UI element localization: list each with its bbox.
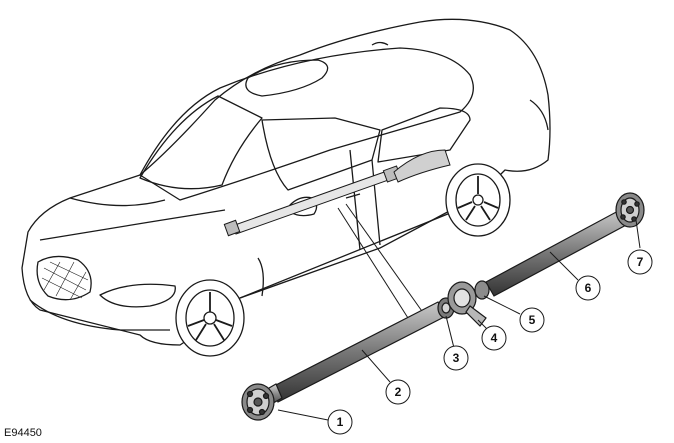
rear-shaft-tube [485, 209, 629, 297]
car-side-window-front [261, 117, 381, 191]
callout-5-leader [483, 295, 521, 315]
car-internal-driveshaft [223, 149, 451, 237]
callout-6-circle [575, 275, 601, 301]
driveshaft-assembly [241, 192, 645, 421]
callout-4-circle [481, 325, 507, 351]
callout-2-leader [361, 349, 391, 383]
car-side-window-rear [377, 107, 471, 163]
car-bumper [29, 299, 170, 331]
callout-1-leader [277, 409, 329, 421]
rear-flex-coupling [615, 192, 645, 228]
car-sunroof [245, 59, 329, 97]
callout-2-circle [385, 379, 411, 405]
car-illustration [21, 18, 551, 357]
car-front-wheel [175, 279, 245, 357]
callout-4-label: 4 [491, 331, 498, 345]
car-rear-light [529, 99, 549, 131]
car-hood-line [69, 197, 166, 207]
callout-6-label: 6 [585, 281, 592, 295]
front-flex-coupling [241, 383, 275, 421]
car-door-handle [345, 193, 361, 199]
callout-6-leader [549, 251, 579, 281]
figure-id: E94450 [4, 427, 42, 439]
car-fuel-cap [371, 41, 389, 46]
car-side-sill [239, 204, 471, 299]
callout-3-circle [443, 345, 469, 371]
car-headlight [99, 283, 176, 308]
car-roof [139, 47, 474, 201]
car-rear-wheel [445, 163, 511, 237]
car-windshield [139, 95, 263, 190]
car-side-vent [257, 257, 264, 297]
callout-7-circle [627, 249, 653, 275]
detail-leader-lines [337, 203, 425, 319]
front-shaft-tube [269, 301, 447, 403]
callout-7-leader [635, 219, 641, 249]
callout-7-label: 7 [637, 255, 644, 269]
centre-bearing [447, 281, 487, 327]
callout-5-circle [519, 307, 545, 333]
callout-3-leader [445, 315, 455, 349]
callout-2-label: 2 [395, 385, 402, 399]
callouts [277, 219, 653, 435]
car-hood-crease [39, 209, 226, 241]
callout-1-circle [327, 409, 353, 435]
callout-5-label: 5 [529, 313, 536, 327]
car-grille [36, 255, 92, 301]
callout-1-label: 1 [337, 415, 344, 429]
rear-joint [474, 280, 490, 300]
car-grille-mesh [41, 261, 89, 301]
callout-labels: 1 2 3 4 5 6 7 [337, 255, 644, 429]
car-door-line [349, 149, 381, 251]
callout-3-label: 3 [453, 351, 460, 365]
